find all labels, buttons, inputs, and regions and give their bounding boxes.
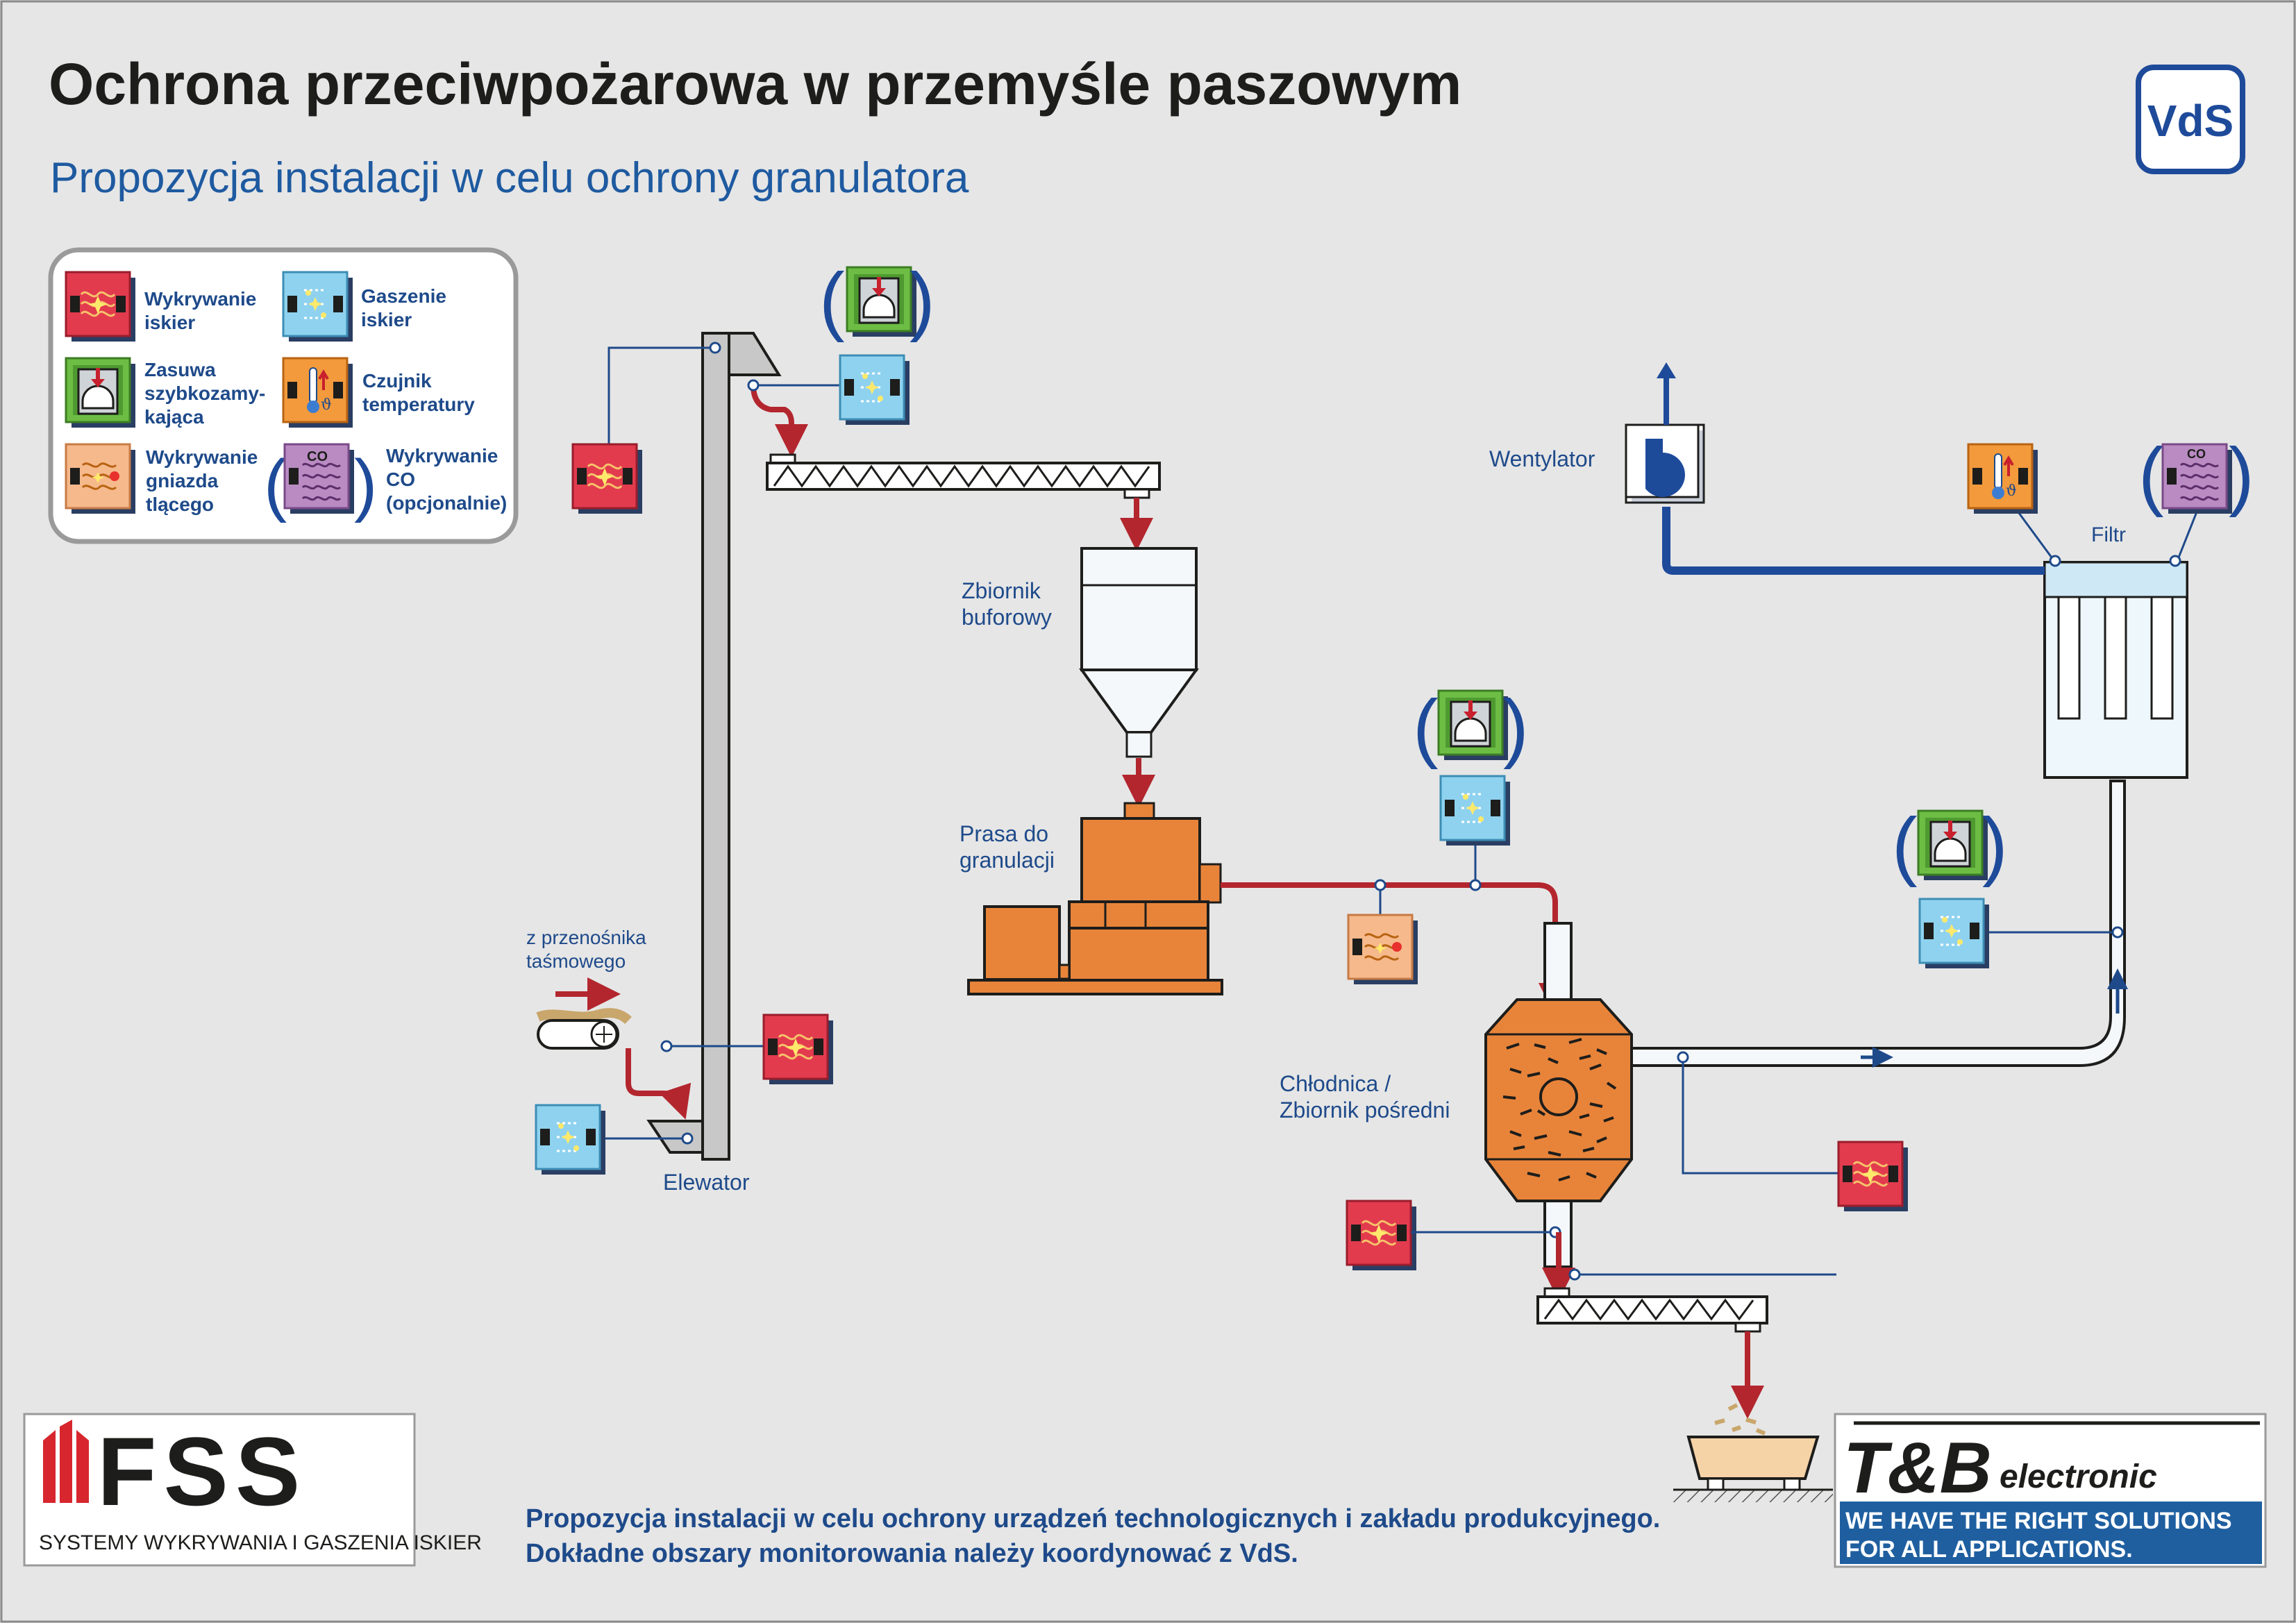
spark-extinguisher-icon: [535, 1104, 607, 1176]
optional-paren-right: ): [1503, 684, 1529, 770]
legend-spark-detection-icon: [65, 271, 137, 343]
optional-paren-right: ): [2229, 432, 2254, 518]
legend-co-line3: (opcjonalnie): [386, 492, 507, 514]
fss-logo: FSS SYSTEMY WYKRYWANIA I GASZENIA ISKIER: [23, 1413, 482, 1567]
legend-spark-extinguishing-line1: Gaszenie: [361, 285, 446, 307]
spark-extinguisher-icon: [839, 354, 911, 426]
thermometer-icon: [1967, 443, 2039, 515]
legend-temperature-line1: Czujnik: [362, 370, 432, 392]
optional-paren-right: ): [1982, 802, 2008, 888]
cooler-line2: Zbiornik pośredni: [1280, 1098, 1450, 1122]
legend-quick-gate-line1: Zasuwa: [144, 359, 216, 380]
buffer-tank-line2: buforowy: [962, 605, 1052, 630]
tb-logo-word: electronic: [2000, 1458, 2157, 1495]
optional-paren-right: ): [910, 258, 935, 343]
tb-electronic-logo: T&B electronic WE HAVE THE RIGHT SOLUTIO…: [1834, 1413, 2267, 1568]
from-conveyor-line1: z przenośnika: [526, 927, 646, 948]
legend-co-paren-left: (: [264, 446, 287, 523]
legend-smoldering-line1: Wykrywanie: [146, 446, 258, 468]
legend-spark-detection-line2: iskier: [144, 312, 195, 333]
filter: [2043, 561, 2188, 779]
legend-thermometer-icon: [282, 357, 354, 429]
screw-conveyor-bottom: [1536, 1287, 1768, 1333]
elevator-label: Elewator: [663, 1170, 750, 1195]
from-conveyor-line2: taśmowego: [526, 950, 626, 972]
legend-co-line2: CO: [386, 469, 415, 490]
pellet-tray: [1673, 1403, 1833, 1502]
legend-quick-gate-icon: [66, 358, 135, 428]
optional-paren-left: (: [1892, 802, 1918, 888]
legend-co-paren-right: ): [354, 446, 377, 523]
vds-badge-text: VdS: [2147, 96, 2234, 146]
quick-gate-icon: [1918, 811, 1988, 880]
pellet-press-line1: Prasa do: [960, 821, 1048, 846]
co-tag: CO: [2187, 447, 2206, 461]
pellet-press-line2: granulacji: [960, 848, 1055, 873]
legend-co-tag: CO: [307, 449, 328, 464]
filter-label: Filtr: [2091, 523, 2126, 546]
legend-spark-extinguishing-line2: iskier: [361, 309, 412, 330]
legend-quick-gate-line3: kająca: [144, 406, 204, 428]
buffer-tank-line1: Zbiornik: [962, 578, 1041, 603]
fan-icon: [1645, 439, 1685, 497]
tb-logo-slogan2: FOR ALL APPLICATIONS.: [1845, 1536, 2133, 1563]
legend-smoldering-line2: gniazda: [146, 470, 219, 491]
elevator: [646, 332, 782, 1161]
fss-logo-caption: SYSTEMY WYKRYWANIA I GASZENIA ISKIER: [39, 1531, 482, 1554]
cooler-line1: Chłodnica /: [1280, 1071, 1391, 1096]
legend-smoldering-detector-icon: [65, 443, 137, 515]
legend-spark-detection-line1: Wykrywanie: [144, 288, 256, 310]
fan-label: Wentylator: [1489, 446, 1595, 471]
tb-logo-slogan1: WE HAVE THE RIGHT SOLUTIONS: [1845, 1508, 2232, 1534]
legend-box: Wykrywanie iskier Gaszenie iskier Zasuwa…: [48, 247, 519, 544]
optional-paren-left: (: [819, 258, 845, 343]
pellet-press: [967, 802, 1223, 995]
suction-duct: [1630, 780, 2126, 1067]
screw-conveyor-top: [766, 453, 1161, 499]
legend-co-line1: Wykrywanie: [386, 445, 498, 466]
smoldering-detector-icon: [1347, 914, 1419, 986]
page-title: Ochrona przeciwpożarowa w przemyśle pasz…: [49, 51, 1461, 117]
vds-badge: VdS: [2136, 65, 2245, 174]
belt-conveyor: [536, 1008, 632, 1050]
spark-detector-icon: [571, 443, 644, 515]
legend-temperature-line2: temperatury: [362, 394, 475, 415]
spark-extinguisher-icon: [1439, 775, 1511, 847]
quick-gate-icon: [847, 267, 916, 337]
spark-detector-icon: [1837, 1141, 1909, 1213]
optional-paren-left: (: [2138, 432, 2164, 518]
quick-gate-icon: [1439, 691, 1508, 760]
fan: [1625, 423, 1705, 504]
cooler: [1484, 922, 1633, 1268]
fss-logo-name: FSS: [97, 1417, 307, 1526]
footer-line2: Dokładne obszary monitorowania należy ko…: [526, 1539, 1298, 1568]
spark-detector-icon: [1346, 1200, 1418, 1272]
spark-detector-icon: [762, 1014, 835, 1086]
buffer-tank: [1079, 547, 1199, 758]
optional-paren-left: (: [1413, 684, 1439, 770]
legend-smoldering-line3: tlącego: [146, 494, 214, 515]
spark-extinguisher-icon: [1918, 898, 1991, 970]
page-subtitle: Propozycja instalacji w celu ochrony gra…: [50, 154, 969, 202]
legend-quick-gate-line2: szybkozamy-: [144, 382, 265, 404]
legend-spark-extinguishing-icon: [282, 271, 354, 343]
footer-line1: Propozycja instalacji w celu ochrony urz…: [526, 1504, 1660, 1533]
tb-logo-name: T&B: [1843, 1428, 1992, 1508]
